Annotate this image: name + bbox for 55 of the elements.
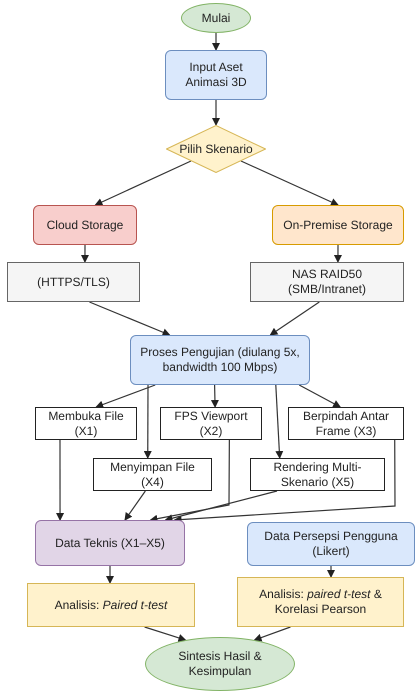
process-box [35,407,137,440]
arrow [144,626,186,642]
arrow [80,245,89,263]
arrow [95,384,156,408]
arrow [210,384,219,408]
process-box [250,458,385,491]
process-box [27,583,195,627]
arrow [124,490,146,521]
node-label: Membuka File (X1) [47,408,125,438]
arrow [144,385,152,459]
process-box [35,520,185,566]
arrow [106,566,114,584]
node-label: Analisis: paired t-test & Korelasi Pearson [258,587,383,617]
node-label: Proses Pengujian (diulang 5x, bandwidth 100 Mbps) [139,345,301,375]
node-label: Menyimpan File (X4) [109,460,196,490]
arrow [56,440,64,521]
process-box [288,407,404,440]
node-label: NAS RAID50 (SMB/Intranet) [286,267,368,297]
arrow [89,301,171,336]
node-label: Pilih Skenario [179,142,253,156]
node-label: Sintesis Hasil & Kesimpulan [177,649,263,679]
arrow [212,33,220,51]
arrow [334,245,342,263]
process-box [160,407,262,440]
process-box [272,205,404,245]
arrow [327,566,335,578]
arrow [94,160,192,206]
node-label: (HTTPS/TLS) [37,274,110,290]
arrow [164,490,278,522]
process-box [237,577,404,627]
node-label: Rendering Multi-Skenario (X5) [272,460,363,490]
node-label: FPS Viewport (X2) [173,408,249,438]
arrow [150,440,230,523]
process-box [165,50,267,100]
node-label: Mulai [202,10,230,26]
arrow [275,384,284,459]
process-box [247,522,415,566]
node-label: Data Persepsi Pengguna (Likert) [263,529,399,559]
node-label: Analisis: Paired t-test [54,598,168,612]
arrow [298,384,342,408]
process-box [7,262,140,302]
arrow [254,626,291,642]
decision-diamond [166,125,266,173]
process-box [33,205,137,245]
node-label: On-Premise Storage [283,218,393,232]
arrow [212,100,220,126]
process-box [250,262,404,302]
node-label: Cloud Storage [46,218,124,232]
node-label: Berpindah Antar Frame (X3) [302,408,390,438]
arrow [270,302,320,336]
process-box [130,335,310,385]
process-box [93,458,212,491]
node-label: Data Teknis (X1–X5) [55,536,165,550]
arrow [240,160,339,206]
node-label: Input Aset Animasi 3D [184,60,248,90]
